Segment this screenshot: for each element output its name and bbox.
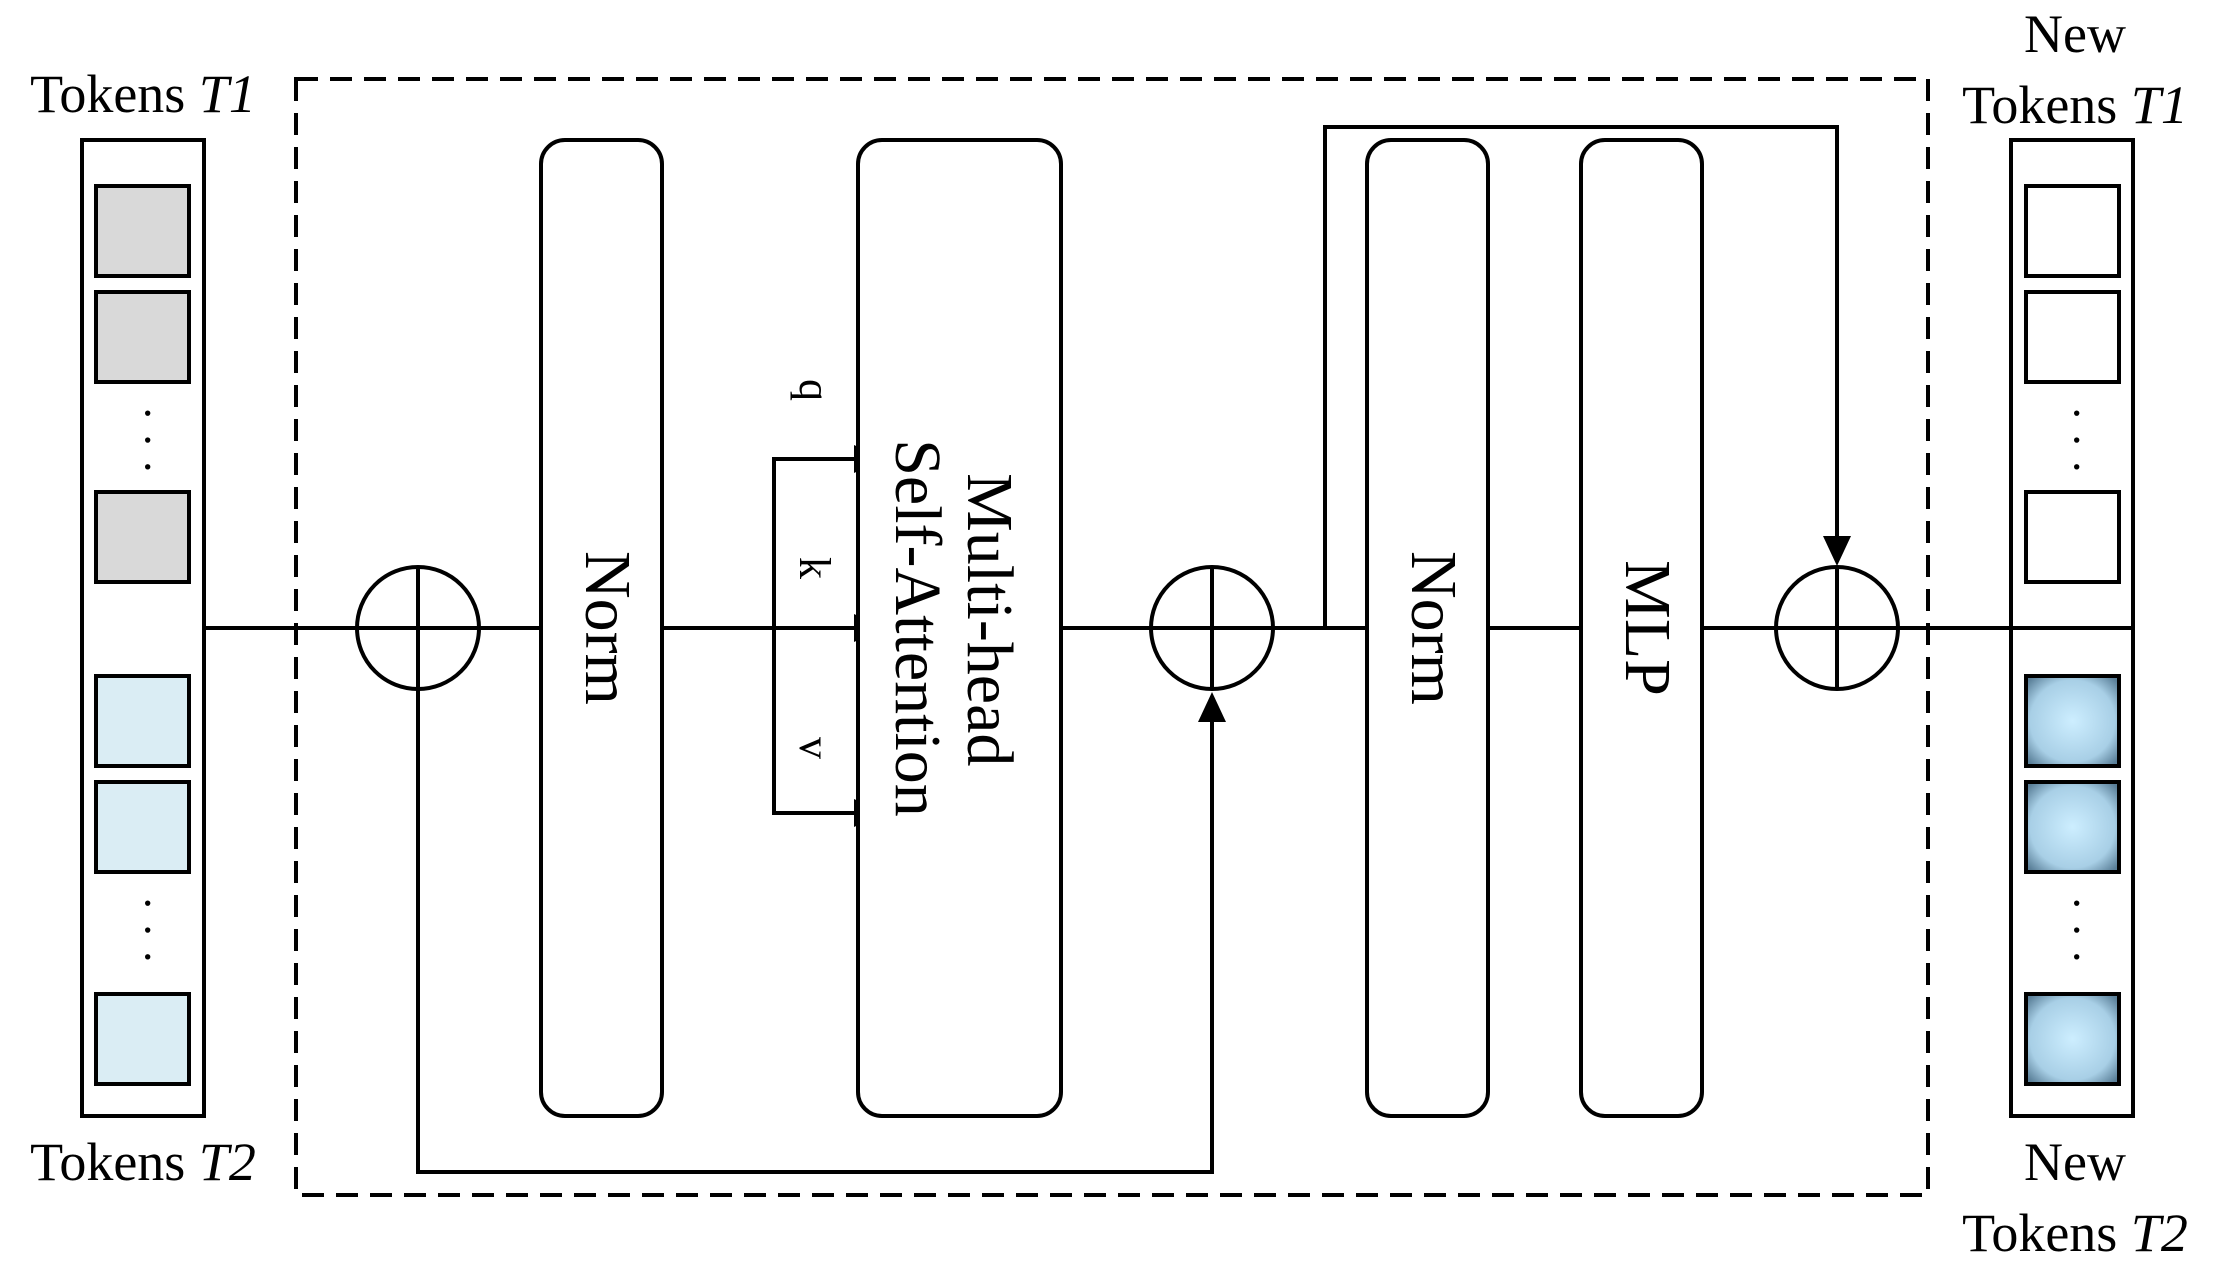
v-label: v [790, 737, 839, 759]
norm-block-1-label: Norm [571, 551, 644, 705]
input-t2-ellipsis: · · · [122, 896, 173, 965]
output-t1-tokens: · · · [2024, 184, 2121, 584]
output-tokens-t2-label-line2: Tokens T2 [1962, 1203, 2188, 1263]
skip-1-arrowhead [1198, 692, 1226, 722]
norm-block-2 [1365, 138, 1490, 1118]
residual-add-3-icon [1774, 565, 1900, 691]
attention-block [856, 138, 1063, 1118]
output-t1-token [2024, 290, 2121, 384]
output-token-column: · · · · · · [2009, 138, 2135, 1118]
norm-block-2-label: Norm [1397, 551, 1470, 705]
input-token-column: · · · · · · [80, 138, 206, 1118]
input-t2-token [94, 674, 191, 768]
output-tokens-t2-label-line1: New [2024, 1132, 2126, 1192]
input-t1-token [94, 290, 191, 384]
output-t2-token [2024, 992, 2121, 1086]
output-t2-ellipsis: · · · [2051, 896, 2102, 965]
output-t2-token [2024, 674, 2121, 768]
input-t1-ellipsis: · · · [122, 406, 173, 475]
norm-block-1 [539, 138, 664, 1118]
output-t1-token [2024, 184, 2121, 278]
mlp-block [1579, 138, 1704, 1118]
input-t1-tokens: · · · [94, 184, 191, 584]
output-tokens-t1-label-line2: Tokens T1 [1962, 75, 2188, 135]
residual-add-2-icon [1149, 565, 1275, 691]
skip-connection-2 [1323, 125, 1839, 628]
attention-label-line1: Multi-head [953, 473, 1026, 766]
k-label: k [790, 557, 839, 579]
encoder-block-boundary [294, 77, 1930, 1197]
attention-block-label: Multi-head Self-Attention [881, 439, 1026, 817]
output-t1-token [2024, 490, 2121, 584]
skip-connection-1 [416, 628, 1214, 1174]
mlp-block-label: MLP [1611, 560, 1684, 696]
input-t2-token [94, 780, 191, 874]
q-label: q [790, 379, 839, 401]
input-tokens-t2-label: Tokens T2 [30, 1132, 256, 1192]
output-tokens-t1-label-line1: New [2024, 4, 2126, 64]
input-t2-tokens: · · · [94, 674, 191, 1086]
skip-2-arrowhead [1823, 536, 1851, 566]
output-t2-tokens: · · · [2024, 674, 2121, 1086]
input-t1-token [94, 490, 191, 584]
output-t1-ellipsis: · · · [2051, 406, 2102, 475]
input-tokens-t1-label: Tokens T1 [30, 64, 256, 124]
input-t1-token [94, 184, 191, 278]
attention-label-line2: Self-Attention [881, 439, 954, 817]
input-t2-token [94, 992, 191, 1086]
output-t2-token [2024, 780, 2121, 874]
